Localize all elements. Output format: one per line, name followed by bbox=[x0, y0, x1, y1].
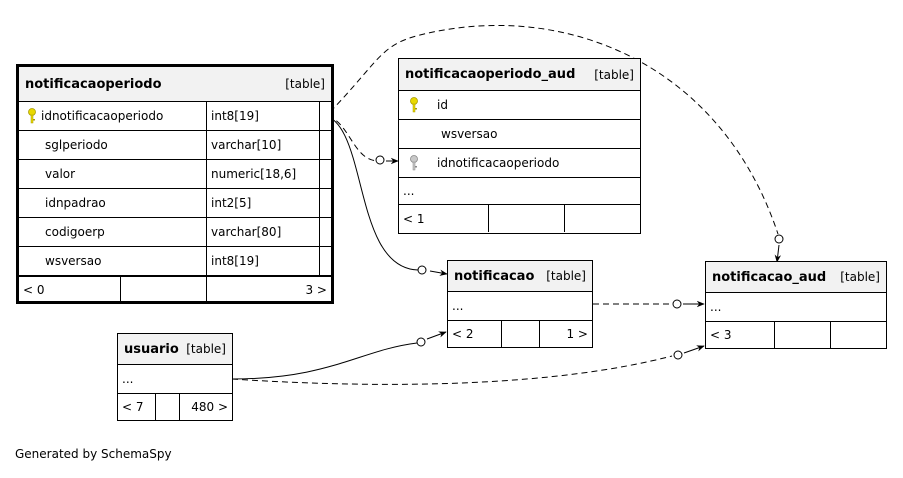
table-footer: < 3 bbox=[706, 322, 886, 348]
rel-periodo-aud-optional-marker bbox=[375, 155, 385, 165]
rel-usuario-notificacao-arrow bbox=[426, 331, 447, 340]
footer-middle bbox=[121, 277, 207, 302]
children-count[interactable]: 3 > bbox=[305, 282, 327, 297]
column-list: idnotificacaoperiodo int8[19] sglperiodo… bbox=[19, 102, 331, 302]
primary-key-icon bbox=[23, 108, 41, 124]
column-type: int8[19] bbox=[207, 247, 320, 275]
table-name: usuario bbox=[124, 341, 179, 357]
table-row: ... bbox=[706, 293, 886, 322]
column-name: id bbox=[437, 98, 448, 112]
table-header: notificacaoperiodo [table] bbox=[19, 67, 331, 102]
table-row[interactable]: idnotificacaoperiodo int8[19] bbox=[19, 102, 331, 131]
parents-count[interactable]: < 0 bbox=[19, 277, 121, 302]
table-kind: [table] bbox=[840, 270, 880, 284]
table-row[interactable]: wsversao int8[19] bbox=[19, 247, 331, 276]
column-name: idnotificacaoperiodo bbox=[437, 156, 560, 170]
table-row[interactable]: codigoerp varchar[80] bbox=[19, 218, 331, 247]
table-row[interactable]: id bbox=[399, 91, 640, 120]
children-count[interactable] bbox=[831, 322, 886, 348]
table-name: notificacaoperiodo_aud bbox=[405, 67, 576, 82]
table-name: notificacao bbox=[454, 268, 535, 284]
column-type: varchar[10] bbox=[207, 131, 320, 159]
table-kind: [table] bbox=[186, 342, 226, 356]
children-count[interactable]: 1 > bbox=[566, 327, 588, 341]
table-row: ... bbox=[448, 292, 592, 321]
table-row[interactable]: valor numeric[18,6] bbox=[19, 160, 331, 189]
rel-notificacao-aud-side-optional-marker bbox=[672, 299, 682, 309]
rel-notificacao-arrow bbox=[429, 269, 448, 276]
table-row[interactable]: idnpadrao int2[5] bbox=[19, 189, 331, 218]
table-name: notificacao_aud bbox=[712, 269, 827, 285]
rel-usuario-notificacao-aud-arrow bbox=[683, 345, 705, 354]
table-notificacao-aud[interactable]: notificacao_aud [table] ... < 3 bbox=[705, 261, 887, 349]
children-count[interactable]: 480 > bbox=[191, 400, 228, 414]
rel-usuario-to-notificacao-aud bbox=[231, 355, 673, 385]
table-header: notificacao [table] bbox=[448, 261, 592, 292]
footer-middle bbox=[489, 205, 565, 232]
table-footer: < 2 1 > bbox=[448, 321, 592, 347]
rel-usuario-notificacao-optional-marker bbox=[416, 337, 426, 347]
table-header: usuario [table] bbox=[118, 334, 232, 365]
table-kind: [table] bbox=[594, 67, 634, 82]
parents-count[interactable]: < 2 bbox=[448, 321, 502, 347]
table-footer: < 0 3 > bbox=[19, 276, 331, 302]
table-footer: < 7 480 > bbox=[118, 394, 232, 420]
column-type: int8[19] bbox=[207, 102, 320, 130]
column-name: idnotificacaoperiodo bbox=[41, 109, 164, 123]
footer-middle bbox=[502, 321, 540, 347]
column-name: sglperiodo bbox=[19, 131, 207, 159]
table-name: notificacaoperiodo bbox=[25, 76, 162, 92]
parents-count[interactable]: < 7 bbox=[118, 394, 156, 420]
column-name: valor bbox=[19, 160, 207, 188]
table-header: notificacaoperiodo_aud [table] bbox=[399, 59, 640, 91]
table-row: ... bbox=[118, 365, 232, 394]
column-type: int2[5] bbox=[207, 189, 320, 217]
parents-count[interactable]: < 1 bbox=[399, 205, 489, 232]
column-name: codigoerp bbox=[19, 218, 207, 246]
column-name: wsversao bbox=[19, 247, 207, 275]
ellipsis: ... bbox=[710, 300, 722, 314]
rel-usuario-notificacao-aud-optional-marker bbox=[673, 350, 683, 360]
table-row[interactable]: wsversao bbox=[399, 120, 640, 149]
table-notificacaoperiodo[interactable]: notificacaoperiodo [table] idnotificacao… bbox=[16, 64, 334, 304]
table-kind: [table] bbox=[285, 77, 325, 91]
table-kind: [table] bbox=[546, 269, 586, 283]
table-usuario[interactable]: usuario [table] ... < 7 480 > bbox=[117, 333, 233, 421]
footer-middle bbox=[156, 394, 180, 420]
table-header: notificacao_aud [table] bbox=[706, 262, 886, 293]
primary-key-icon bbox=[405, 97, 423, 113]
table-row[interactable]: sglperiodo varchar[10] bbox=[19, 131, 331, 160]
table-notificacao[interactable]: notificacao [table] ... < 2 1 > bbox=[447, 260, 593, 348]
rel-periodo-to-notificacao-aud bbox=[329, 24, 779, 235]
column-name: idnpadrao bbox=[19, 189, 207, 217]
parents-count[interactable]: < 3 bbox=[706, 322, 775, 348]
table-footer: < 1 bbox=[399, 205, 640, 232]
footer-middle bbox=[775, 322, 831, 348]
column-type: varchar[80] bbox=[207, 218, 320, 246]
rel-periodo-to-periodo-aud bbox=[317, 113, 379, 162]
rel-notificacao-optional-marker bbox=[417, 265, 427, 275]
table-notificacaoperiodo-aud[interactable]: notificacaoperiodo_aud [table] id wsvers… bbox=[398, 58, 641, 234]
rel-notificacao-aud-top-optional-marker bbox=[774, 234, 784, 244]
rel-notificacao-aud-top-arrow bbox=[774, 244, 782, 263]
column-name: wsversao bbox=[441, 127, 498, 141]
ellipsis: ... bbox=[452, 299, 464, 313]
table-row: ... bbox=[399, 178, 640, 205]
rel-periodo-to-notificacao bbox=[317, 113, 419, 271]
column-type: numeric[18,6] bbox=[207, 160, 320, 188]
children-count[interactable] bbox=[565, 205, 640, 232]
generated-by-text: Generated by SchemaSpy bbox=[15, 447, 172, 461]
table-row[interactable]: idnotificacaoperiodo bbox=[399, 149, 640, 178]
foreign-key-icon bbox=[405, 155, 423, 171]
rel-usuario-to-notificacao bbox=[231, 342, 418, 380]
ellipsis: ... bbox=[403, 184, 415, 198]
ellipsis: ... bbox=[122, 372, 134, 386]
